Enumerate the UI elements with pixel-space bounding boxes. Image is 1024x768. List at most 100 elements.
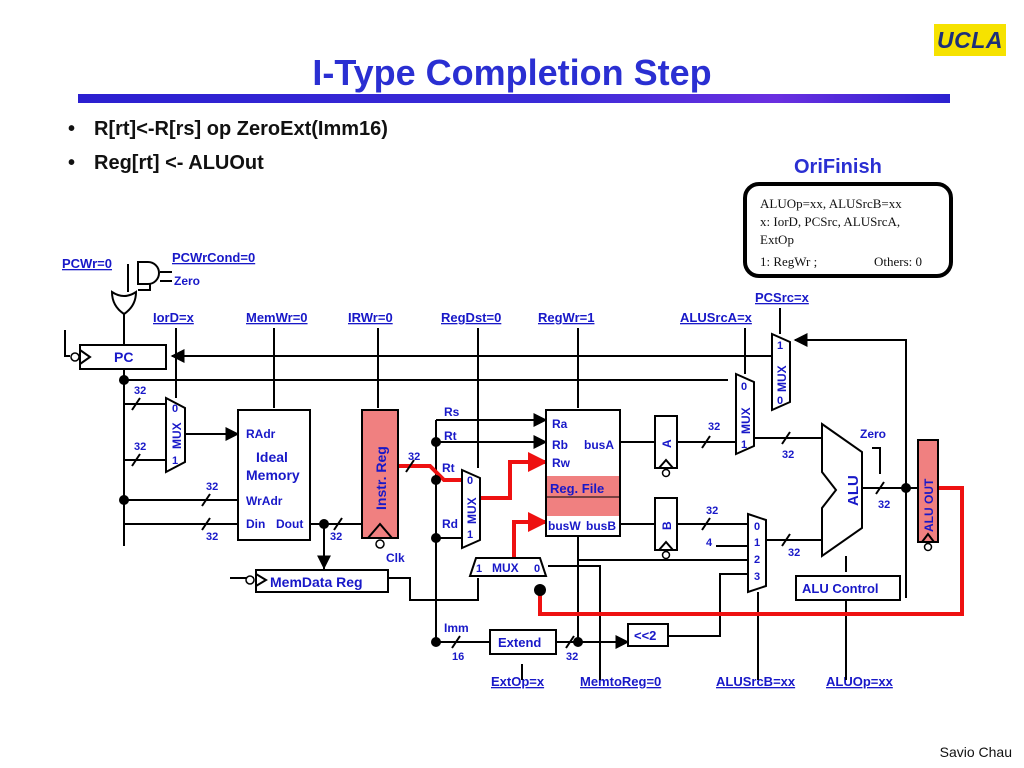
width-label: 32: [782, 449, 794, 461]
state-line-2: x: IorD, PCSrc, ALUSrcA,: [760, 214, 900, 229]
bullet-item: •Reg[rt] <- ALUOut: [68, 152, 264, 174]
aluout-clock-icon: [921, 532, 935, 543]
bullet-item: •R[rt]<-R[rs] op ZeroExt(Imm16): [68, 118, 388, 140]
signal-zero-in: Zero: [174, 274, 200, 288]
junction-dots: [119, 375, 911, 647]
a-register: [654, 415, 678, 469]
width-label: 32: [330, 531, 342, 543]
memory-wradr: WrAdr: [246, 494, 283, 508]
signal-pcsrc: PCSrc=x: [755, 290, 810, 305]
extend-unit: [489, 629, 557, 655]
signal-pcwrcond: PCWrCond=0: [172, 250, 255, 265]
pcsrc-mux-1: 1: [777, 340, 783, 352]
aluout-label: ALU OUT: [922, 478, 936, 532]
alusrcb-mux-3: 3: [754, 571, 760, 583]
memory-din: Din: [246, 517, 265, 531]
width-label-four: 4: [706, 537, 713, 549]
slide-credit: Savio Chau: [939, 744, 1012, 760]
a-clock-icon: [658, 458, 674, 469]
memory-radr: RAdr: [246, 427, 276, 441]
aluout-clock-bubble: [923, 542, 933, 552]
memdata-clock-icon: [255, 573, 268, 587]
alusrcb-mux-1: 1: [754, 537, 760, 549]
alu: [821, 422, 863, 558]
extend-label: Extend: [498, 635, 541, 650]
signal-memtoreg: MemtoReg=0: [580, 674, 661, 689]
clk-label: Clk: [386, 551, 405, 565]
instruction-register-label: Instr. Reg: [373, 446, 389, 510]
register-file-frame: [545, 409, 621, 537]
alusrca-mux-1: 1: [741, 439, 747, 451]
b-register: [654, 497, 678, 551]
pc-register: [79, 344, 167, 370]
ucla-logo: UCLA: [934, 24, 1006, 56]
ir-clock-bubble: [375, 539, 385, 549]
signal-alusrcb: ALUSrcB=xx: [716, 674, 796, 689]
alu-label: ALU: [845, 475, 862, 506]
aluout-register: [917, 439, 939, 543]
iord-mux-label: MUX: [170, 422, 184, 449]
width-label: 32: [206, 481, 218, 493]
pc-clock-icon: [79, 349, 92, 365]
width-label: 32: [206, 531, 218, 543]
title-underline: [78, 94, 950, 103]
width-label: 32: [134, 441, 146, 453]
regfile-title: Reg. File: [550, 481, 604, 496]
register-file-highlight: [546, 476, 620, 516]
width-label: 32: [134, 385, 146, 397]
signal-regwr: RegWr=1: [538, 310, 594, 325]
signal-aluop: ALUOp=xx: [826, 674, 894, 689]
b-clock-bubble: [661, 550, 671, 560]
pcsrc-mux-label: MUX: [775, 365, 789, 392]
state-name: OriFinish: [794, 156, 882, 178]
state-line-4-left: 1: RegWr ;: [760, 254, 817, 269]
regfile-rb: Rb: [552, 438, 568, 452]
slide-title: I-Type Completion Step: [312, 52, 712, 93]
iord-mux: [165, 396, 186, 474]
ir-clock-icon: [367, 522, 393, 539]
state-line-1: ALUOp=xx, ALUSrcB=xx: [760, 196, 902, 211]
memtoreg-mux-label: MUX: [492, 561, 519, 575]
shift-left-unit: [627, 623, 669, 647]
state-line-3: ExtOp: [760, 232, 794, 247]
memory-dout: Dout: [276, 517, 303, 531]
memory-title-1: Ideal: [256, 449, 288, 465]
shift-left-label: <<2: [634, 628, 656, 643]
iord-mux-0: 0: [172, 403, 178, 415]
bus-width-slashes: [131, 397, 885, 649]
alusrcb-mux: [747, 512, 767, 594]
alu-zero-out: Zero: [860, 427, 886, 441]
field-imm: Imm: [444, 621, 469, 635]
memtoreg-mux-1: 1: [476, 563, 482, 575]
width-label: 32: [408, 451, 420, 463]
regdst-mux-label: MUX: [465, 497, 479, 524]
width-label: 32: [706, 505, 718, 517]
memtoreg-mux: [468, 557, 548, 577]
signal-regdst: RegDst=0: [441, 310, 501, 325]
width-label: 32: [878, 499, 890, 511]
a-clock-bubble: [661, 468, 671, 478]
bullet-text: R[rt]<-R[rs] op ZeroExt(Imm16): [94, 118, 388, 140]
pcsrc-mux-0: 0: [777, 395, 783, 407]
alusrcb-mux-0: 0: [754, 521, 760, 533]
field-rt-2: Rt: [442, 461, 455, 475]
regdst-mux-1: 1: [467, 529, 473, 541]
signal-iord: IorD=x: [153, 310, 195, 325]
a-register-label: A: [660, 439, 674, 448]
width-label: 16: [452, 651, 464, 663]
regfile-busb: busB: [586, 519, 616, 533]
regfile-ra: Ra: [552, 417, 568, 431]
wires: [64, 264, 918, 680]
pc-label: PC: [114, 349, 133, 365]
width-label: 32: [708, 421, 720, 433]
state-line-4-right: Others: 0: [874, 254, 922, 269]
pcsrc-mux: [771, 332, 791, 412]
regfile-busa: busA: [584, 438, 614, 452]
state-box: [743, 182, 953, 278]
regdst-mux-0: 0: [467, 475, 473, 487]
bullet-list: •R[rt]<-R[rs] op ZeroExt(Imm16) •Reg[rt]…: [68, 112, 388, 180]
signal-pcwr: PCWr=0: [62, 256, 112, 271]
and-gate: [137, 261, 160, 285]
